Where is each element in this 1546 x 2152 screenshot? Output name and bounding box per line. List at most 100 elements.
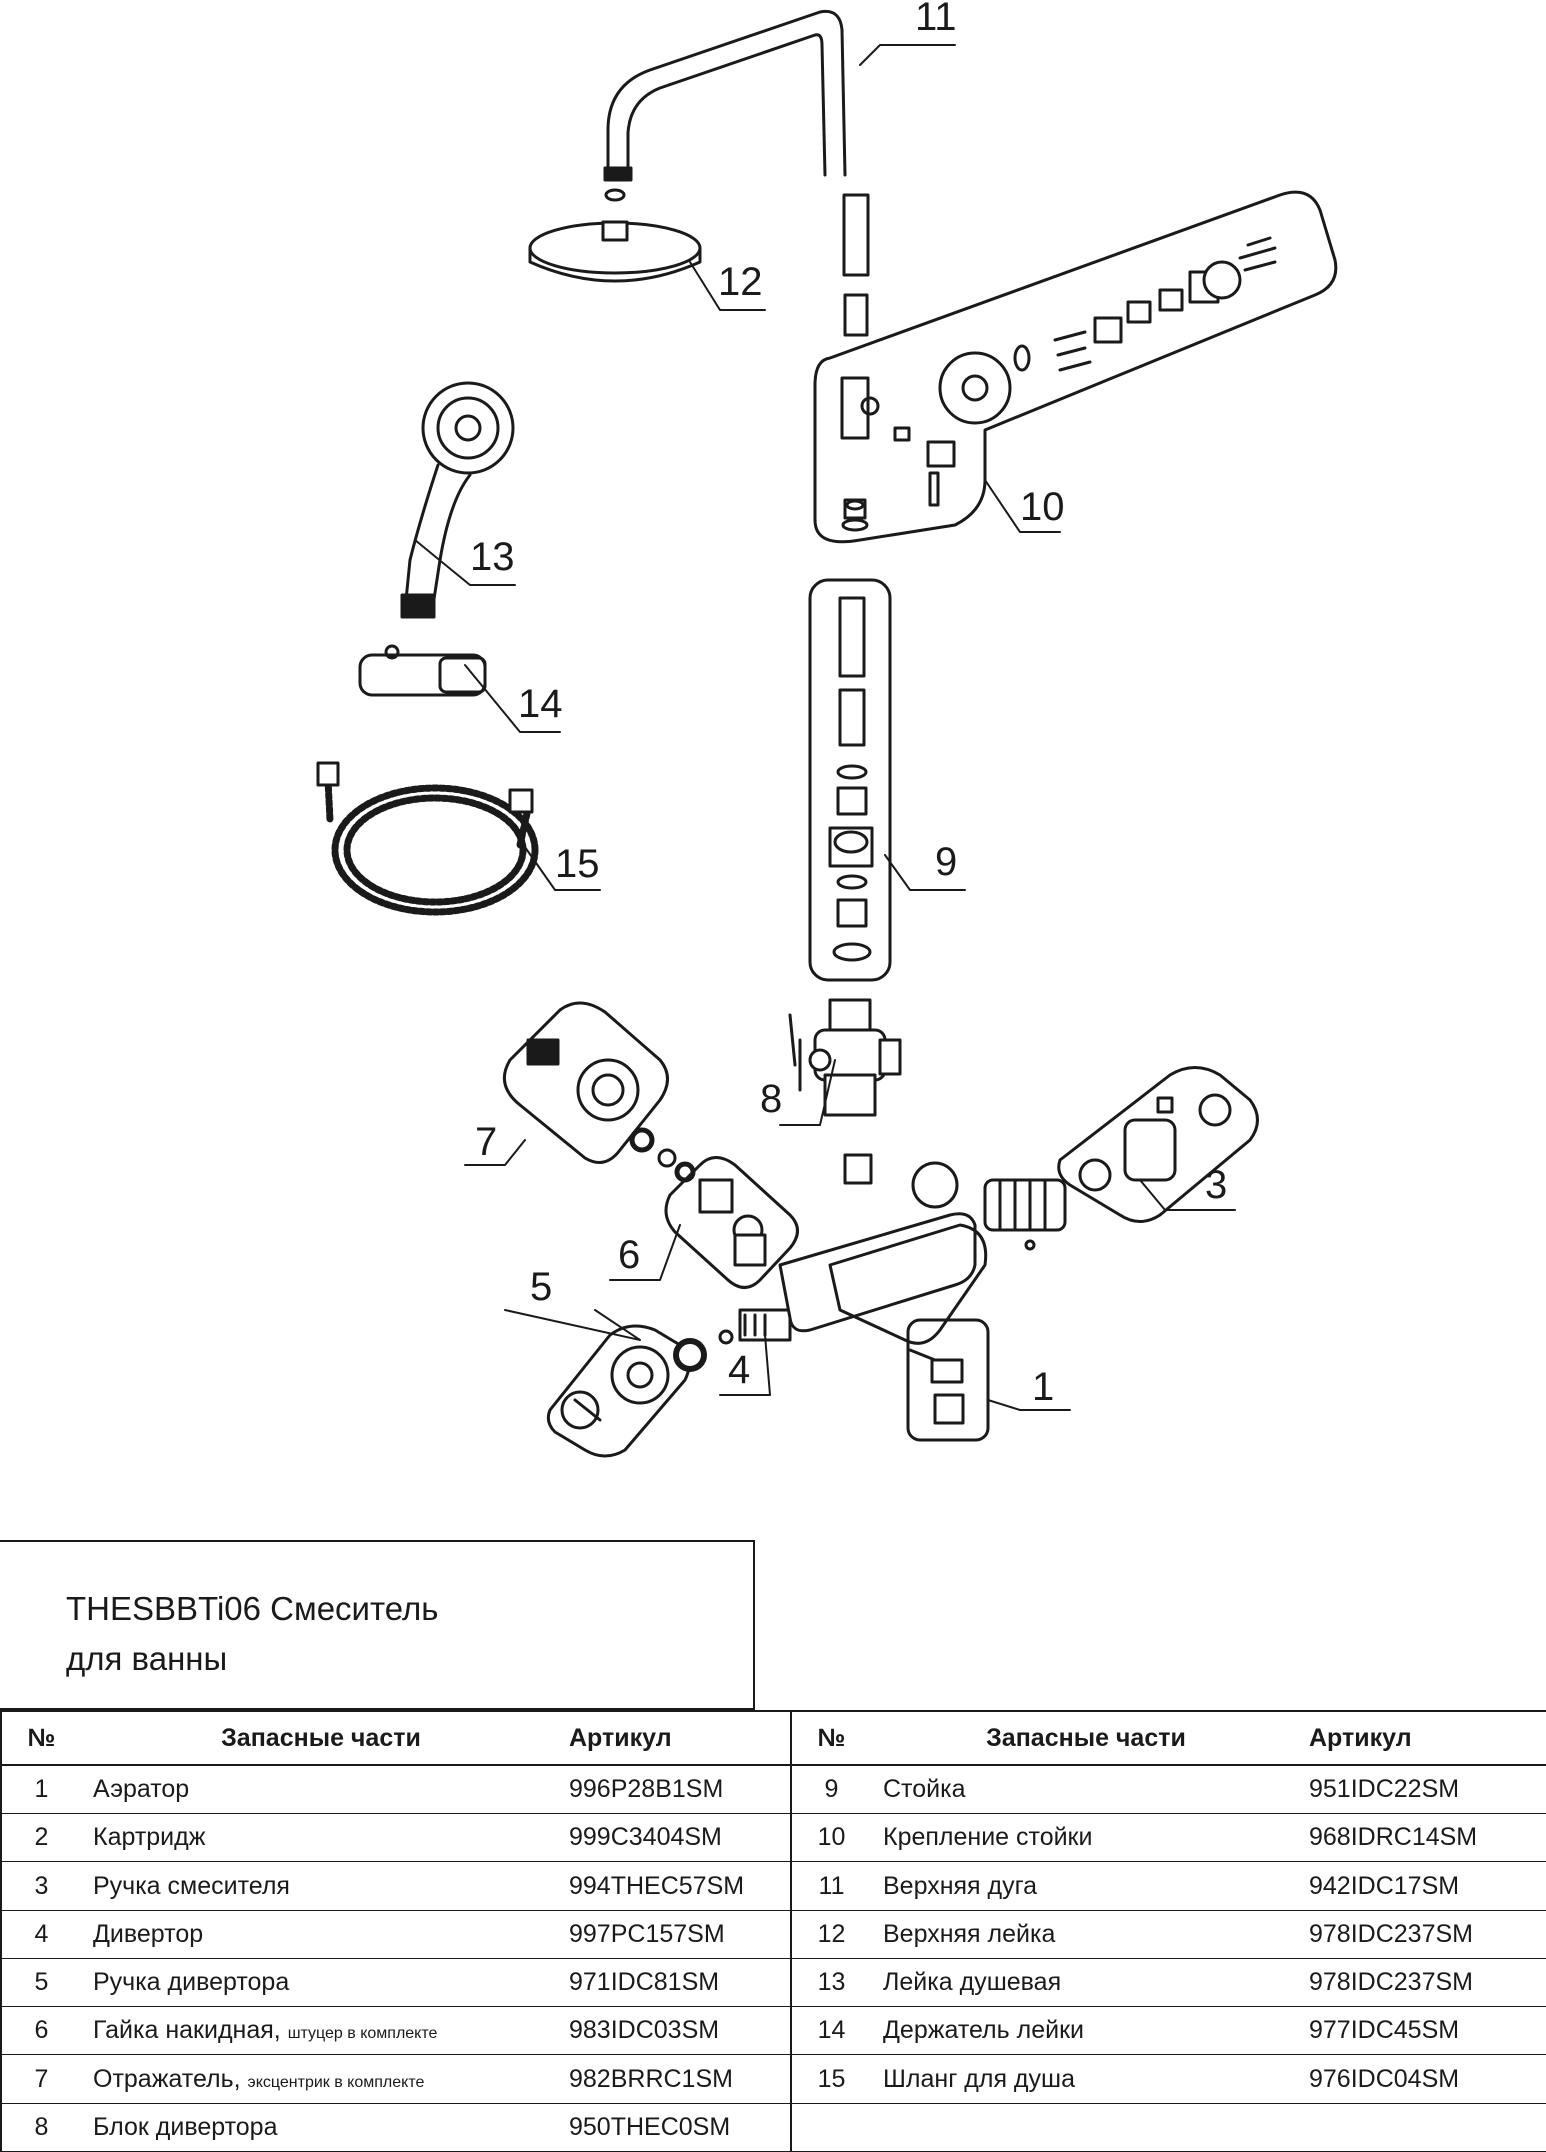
- part-number: 14: [790, 2006, 871, 2056]
- part-article: 977IDC45SM: [1301, 2006, 1546, 2056]
- part-number: 2: [0, 1813, 81, 1863]
- part-number: 8: [0, 2102, 81, 2152]
- header-no: №: [790, 1710, 871, 1766]
- part-number: 11: [790, 1861, 871, 1911]
- header-parts: Запасные части: [871, 1710, 1301, 1766]
- upper-arc-pipe: [603, 9, 870, 337]
- callout-numbers: 11 12 10 13 14 15 9 8 7 6 5 4 1 3: [470, 0, 1227, 1409]
- o-ring-icon: [673, 1338, 707, 1372]
- hand-shower: [400, 381, 515, 619]
- union-nut-group: [664, 1156, 799, 1289]
- aerator-group: [906, 1318, 990, 1442]
- part-number: 4: [0, 1909, 81, 1959]
- diverter-block: [788, 998, 902, 1117]
- part-article: [1301, 2102, 1546, 2152]
- part-article: 950THEC0SM: [561, 2102, 792, 2152]
- part-article: 978IDC237SM: [1301, 1957, 1546, 2008]
- part-name: Блок дивертора: [93, 2112, 278, 2141]
- part-name: Держатель лейки: [883, 2016, 1084, 2045]
- part-number: 10: [790, 1813, 871, 1863]
- callout-4: 4: [728, 1348, 750, 1392]
- exploded-parts-diagram: 11 12 10 13 14 15 9 8 7 6 5 4 1 3: [316, 0, 1338, 1458]
- callout-1: 1: [1032, 1365, 1054, 1409]
- part-name: Дивертор: [93, 1919, 204, 1948]
- part-number: [790, 2102, 871, 2152]
- part-number: 7: [0, 2054, 81, 2104]
- part-name-cell: Крепление стойки: [871, 1813, 1301, 1863]
- callout-7: 7: [475, 1120, 497, 1164]
- part-name-cell: Картридж: [81, 1813, 561, 1863]
- shower-hose: [324, 776, 539, 916]
- part-article: 982BRRC1SM: [561, 2054, 792, 2104]
- table-row: 8 Блок дивертора 950THEC0SM: [0, 2102, 1546, 2152]
- callout-14: 14: [518, 682, 563, 726]
- table-row: 7 Отражатель, эксцентрик в комплекте 982BR…: [0, 2054, 1546, 2104]
- part-number: 9: [790, 1764, 871, 1815]
- part-name-cell: Дивертор: [81, 1909, 561, 1959]
- part-name: Верхняя дуга: [883, 1871, 1038, 1900]
- part-name-cell: Блок дивертора: [81, 2102, 561, 2152]
- callout-10: 10: [1020, 485, 1065, 529]
- part-note: эксцентрик в комплекте: [247, 2073, 425, 2091]
- mixer-handle-group: [1057, 1066, 1259, 1223]
- part-article: 999C3404SM: [561, 1813, 792, 1863]
- part-number: 5: [0, 1957, 81, 2008]
- part-name-cell: Гайка накидная, штуцер в комплекте: [81, 2006, 561, 2056]
- part-number: 15: [790, 2054, 871, 2104]
- part-number: 13: [790, 1957, 871, 2008]
- part-name-cell: Лейка душевая: [871, 1957, 1301, 2008]
- title-box: THESBBTi06 Смеситель для ванны: [0, 1540, 755, 1710]
- hose-nut-icon: [508, 788, 534, 814]
- callout-13: 13: [470, 535, 515, 579]
- part-name-cell: Стойка: [871, 1764, 1301, 1815]
- header-parts: Запасные части: [81, 1710, 561, 1766]
- callout-15: 15: [555, 842, 600, 886]
- o-ring-icon: [657, 1148, 677, 1168]
- part-article: 976IDC04SM: [1301, 2054, 1546, 2104]
- part-article: 997PC157SM: [561, 1909, 792, 1959]
- part-name-cell: Аэратор: [81, 1764, 561, 1815]
- overhead-shower: [528, 188, 702, 283]
- part-article: 942IDC17SM: [1301, 1861, 1546, 1911]
- part-article: 983IDC03SM: [561, 2006, 792, 2056]
- part-number: 1: [0, 1764, 81, 1815]
- part-name: Ручка дивертора: [93, 1968, 290, 1997]
- callout-9: 9: [935, 840, 957, 884]
- callout-3: 3: [1205, 1163, 1227, 1207]
- riser: [808, 578, 892, 982]
- part-name: Лейка душевая: [883, 1968, 1062, 1997]
- callout-leaders: [414, 44, 1236, 1411]
- callout-8: 8: [760, 1077, 782, 1121]
- header-no: №: [0, 1710, 81, 1766]
- part-name: Гайка накидная,: [93, 2016, 281, 2045]
- part-name: Стойка: [883, 1775, 966, 1804]
- header-article: Артикул: [1301, 1710, 1546, 1766]
- part-name: Шланг для душа: [883, 2064, 1075, 2093]
- part-name: Картридж: [93, 1823, 206, 1852]
- diverter-handle-group: [546, 1324, 691, 1458]
- callout-6: 6: [618, 1233, 640, 1277]
- product-title: THESBBTi06 Смеситель для ванны: [66, 1590, 439, 1677]
- hose-nut-icon: [316, 761, 340, 787]
- part-name-cell: Ручка дивертора: [81, 1957, 561, 2008]
- callout-11: 11: [915, 0, 957, 39]
- part-name-cell: Верхняя лейка: [871, 1909, 1301, 1959]
- part-name-cell: Держатель лейки: [871, 2006, 1301, 2056]
- part-name: Крепление стойки: [883, 1823, 1093, 1852]
- callout-12: 12: [718, 260, 763, 304]
- part-name: Верхняя лейка: [883, 1919, 1056, 1948]
- part-name: Отражатель,: [93, 2064, 241, 2093]
- o-ring-icon: [629, 1127, 655, 1153]
- part-name-cell: Ручка смесителя: [81, 1861, 561, 1911]
- mixer-body: [778, 1153, 1036, 1362]
- header-article: Артикул: [561, 1710, 792, 1766]
- part-note: штуцер в комплекте: [287, 2025, 438, 2043]
- part-article: 978IDC237SM: [1301, 1909, 1546, 1959]
- o-ring-icon: [674, 1161, 696, 1183]
- spare-parts-table: № Запасные части Артикул № Запасные част…: [0, 1710, 1546, 2152]
- part-name: Ручка смесителя: [93, 1871, 290, 1900]
- part-name-cell: Верхняя дуга: [871, 1861, 1301, 1911]
